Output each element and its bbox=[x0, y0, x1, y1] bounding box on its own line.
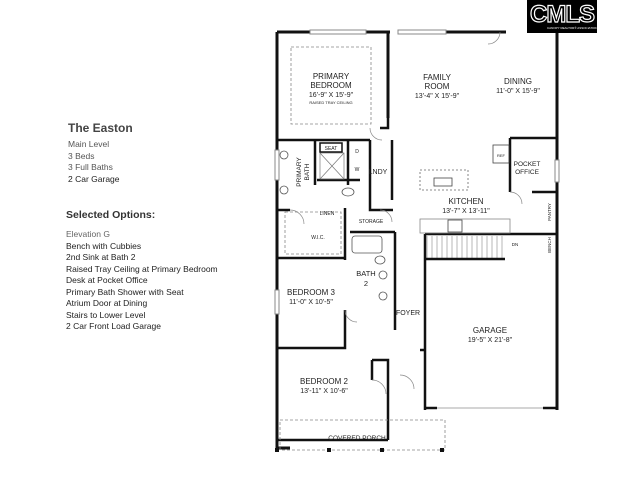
label-primary-bedroom: PRIMARY bbox=[313, 72, 350, 81]
option-item: Stairs to Lower Level bbox=[66, 309, 146, 320]
label-kitchen: KITCHEN bbox=[448, 197, 483, 206]
porch-outline bbox=[279, 419, 446, 451]
cmls-logo: CMLS CANOPY REALTOR® ASSOCIATION MLS bbox=[527, 0, 605, 33]
stairs bbox=[426, 236, 503, 258]
option-item: Elevation G bbox=[66, 229, 110, 239]
logo-subtitle: CANOPY REALTOR® ASSOCIATION MLS bbox=[547, 26, 605, 30]
label-pantry: PANTRY bbox=[547, 203, 552, 221]
label-pocket-office: POCKET bbox=[514, 161, 541, 168]
plan-baths: 3 Full Baths bbox=[68, 162, 113, 172]
option-item: Bench with Cubbies bbox=[66, 240, 142, 251]
dims-kitchen: 13'-7" X 13'-11" bbox=[442, 208, 490, 215]
label-wic: W.I.C. bbox=[311, 235, 325, 241]
interior-walls bbox=[277, 118, 557, 442]
kitchen-island bbox=[419, 169, 469, 191]
option-item: 2nd Sink at Bath 2 bbox=[66, 252, 136, 262]
fixtures bbox=[279, 150, 388, 301]
options-title: Selected Options: bbox=[66, 209, 156, 221]
label-dining: DINING bbox=[504, 77, 532, 86]
label-bedroom-2: BEDROOM 2 bbox=[300, 377, 349, 386]
plan-beds: 3 Beds bbox=[68, 150, 95, 161]
cooktop-icon bbox=[447, 219, 463, 233]
option-item: Raised Tray Ceiling at Primary Bedroom bbox=[66, 263, 218, 274]
shower bbox=[319, 152, 345, 180]
door-swings bbox=[289, 31, 523, 395]
dims-family-room: 13'-4" X 15'-9" bbox=[415, 93, 460, 100]
kitchen-counter bbox=[419, 218, 511, 234]
label-primary-bedroom-2: BEDROOM bbox=[310, 81, 352, 90]
option-item: Desk at Pocket Office bbox=[66, 275, 148, 285]
label-linen: LINEN bbox=[320, 211, 335, 217]
dims-bedroom-2: 13'-11" X 10'-6" bbox=[300, 388, 348, 395]
windows bbox=[274, 29, 560, 315]
label-bench: BENCH bbox=[547, 237, 552, 253]
label-storage: STORAGE bbox=[359, 219, 384, 225]
dims-dining: 11'-0" X 15'-9" bbox=[496, 88, 540, 95]
plan-garage: 2 Car Garage bbox=[68, 173, 120, 184]
dims-bedroom-3: 11'-0" X 10'-5" bbox=[289, 299, 333, 306]
label-primary-bath: PRIMARY bbox=[296, 157, 303, 187]
plan-info-panel: The Easton Main Level 3 Beds 3 Full Bath… bbox=[66, 121, 266, 333]
logo-text: CMLS bbox=[529, 0, 595, 28]
label-bedroom-3: BEDROOM 3 bbox=[287, 288, 336, 297]
label-seat: SEAT bbox=[325, 146, 338, 152]
tray-ceiling-outline bbox=[290, 46, 372, 125]
option-item: Primary Bath Shower with Seat bbox=[66, 286, 184, 297]
label-stairs-down: DN bbox=[512, 242, 519, 247]
garage-walls bbox=[420, 348, 557, 410]
label-garage: GARAGE bbox=[473, 326, 507, 335]
label-bath-2-num: 2 bbox=[364, 279, 368, 288]
option-item: Atrium Door at Dining bbox=[66, 298, 148, 308]
label-ref: REF bbox=[497, 153, 506, 158]
bathtub bbox=[351, 235, 383, 254]
label-laundry: LNDY bbox=[369, 169, 388, 176]
label-bath-2: BATH bbox=[356, 269, 375, 278]
refrigerator bbox=[492, 144, 510, 164]
porch-posts bbox=[275, 448, 444, 452]
room-labels: PRIMARY BEDROOM 16'-9" X 15'-9" RAISED T… bbox=[287, 72, 552, 442]
shower-seat bbox=[319, 142, 343, 153]
exterior-walls bbox=[275, 30, 559, 450]
option-item: 2 Car Front Load Garage bbox=[66, 321, 161, 331]
label-dryer: D bbox=[355, 149, 359, 155]
plan-level: Main Level bbox=[68, 139, 110, 149]
dims-primary-bedroom: 16'-9" X 15'-9" bbox=[309, 92, 354, 99]
label-pocket-office-2: OFFICE bbox=[515, 169, 539, 176]
label-foyer: FOYER bbox=[396, 310, 420, 317]
sink-icon bbox=[433, 177, 453, 187]
label-covered-porch: COVERED PORCH bbox=[328, 435, 386, 442]
wic-shelving bbox=[284, 211, 342, 255]
dims-garage: 19'-5" X 21'-8" bbox=[468, 337, 513, 344]
label-family-room: FAMILY bbox=[423, 73, 452, 82]
plan-title: The Easton bbox=[68, 121, 133, 135]
label-family-room-2: ROOM bbox=[425, 82, 450, 91]
note-tray-ceiling: RAISED TRAY CEILING bbox=[309, 100, 352, 105]
label-washer: W bbox=[355, 167, 360, 173]
label-primary-bath-2: BATH bbox=[304, 163, 311, 180]
